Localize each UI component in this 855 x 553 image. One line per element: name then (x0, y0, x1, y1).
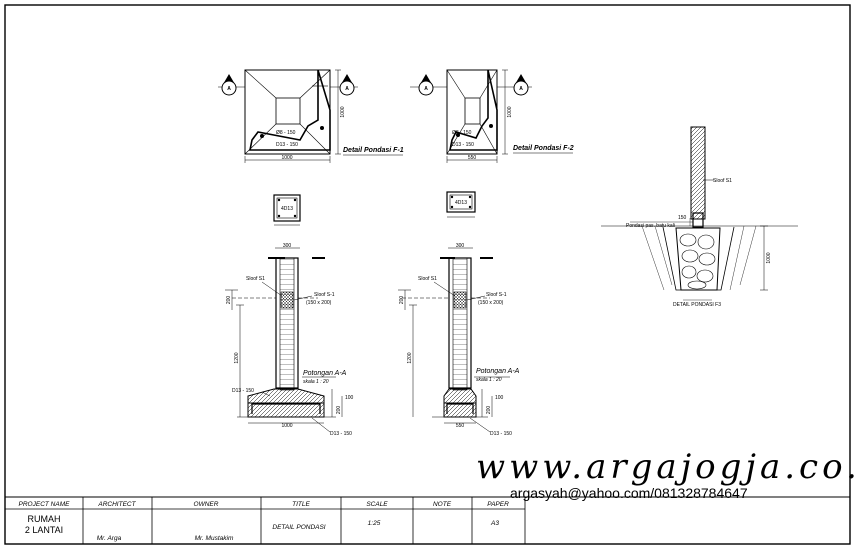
architect-value: Mr. Arga (97, 535, 122, 542)
scale-value: 1:25 (368, 520, 381, 527)
f1-section-footing-width: 1000 (281, 423, 292, 429)
f3-stone-label: Pondasi pas. batu kali (626, 223, 675, 229)
project-name-line-1: RUMAH (28, 514, 61, 524)
column-detail-f1 (273, 194, 301, 226)
footing-f1-section (225, 247, 343, 433)
watermark-contact: argasyah@yahoo.com/081328784647 (510, 485, 748, 501)
f1-section-height-dim: 1200 (234, 352, 240, 363)
f3-sloof-label: Sloof S1 (713, 178, 732, 184)
footing-f2-plan (410, 69, 532, 163)
header-paper: PAPER (487, 501, 509, 508)
footing-f2-section (398, 247, 510, 433)
f1-section-footing-rebar: D13 - 150 (232, 388, 254, 394)
f2-section-sloof-label: Sloof S1 (418, 276, 437, 282)
f2-section-height-dim: 1200 (407, 352, 413, 363)
f1-plan-rebar-2: D13 - 150 (276, 142, 298, 148)
f1-section-footing-height-1: 100 (345, 395, 354, 401)
f1-column-label: 4D13 (281, 206, 293, 212)
f1-marker-left: A (227, 86, 231, 92)
f2-plan-width-dim: 550 (468, 155, 477, 161)
header-project-name: PROJECT NAME (19, 501, 71, 508)
header-architect: ARCHITECT (97, 501, 136, 508)
f2-section-sloof-size: (150 x 200) (478, 300, 504, 306)
f2-plan-rebar-1: Ø8 - 150 (452, 130, 472, 136)
footing-f3-detail (601, 126, 798, 301)
f2-section-footing-rebar: D13 - 150 (490, 431, 512, 437)
f2-marker-right: A (519, 86, 523, 92)
f2-section-footing-height-1: 100 (495, 395, 504, 401)
f1-plan-height-dim: 1000 (340, 106, 346, 117)
f2-section-footing-width: 550 (456, 423, 465, 429)
header-title: TITLE (292, 501, 310, 508)
f1-section-scale: skala 1 : 20 (303, 379, 329, 385)
f1-plan-title: Detail Pondasi F-1 (343, 147, 404, 154)
f1-section-sloof-size: (150 x 200) (306, 300, 332, 306)
project-name-line-2: 2 LANTAI (25, 525, 63, 535)
title-value: DETAIL PONDASI (272, 524, 325, 531)
f2-column-label: 4D13 (455, 200, 467, 206)
f1-marker-right: A (345, 86, 349, 92)
header-owner: OWNER (194, 501, 219, 508)
paper-value: A3 (490, 520, 499, 527)
header-note: NOTE (433, 501, 452, 508)
watermark-site: www.argajogja.co.nr (476, 447, 855, 487)
f1-plan-width-dim: 1000 (281, 155, 292, 161)
f1-section-sloof-tag: Sloof S-1 (314, 292, 335, 298)
sheet-border (4, 4, 851, 545)
f2-section-footing-height-2: 200 (486, 406, 492, 415)
f2-plan-rebar-2: D13 - 150 (452, 142, 474, 148)
f1-section-sloof-label: Sloof S1 (246, 276, 265, 282)
footing-f1-plan (218, 69, 358, 163)
f2-section-dim-left: 200 (399, 296, 405, 305)
f2-section-column-width: 300 (456, 243, 465, 249)
column-detail-f2 (446, 191, 476, 218)
f2-marker-left: A (424, 86, 428, 92)
f2-plan-height-dim: 1000 (507, 106, 513, 117)
f2-plan-title: Detail Pondasi F-2 (513, 145, 574, 152)
f3-dim-left: 150 (678, 215, 687, 221)
f1-section-title: Potongan A-A (303, 370, 347, 377)
title-block (5, 496, 850, 544)
f3-title: DETAIL PONDASI F3 (673, 302, 721, 308)
f1-section-footing-height-2: 200 (336, 406, 342, 415)
header-scale: SCALE (366, 501, 388, 508)
f1-section-dim-left: 200 (226, 296, 232, 305)
f1-plan-rebar-1: Ø8 - 150 (276, 130, 296, 136)
f1-section-footing-rebar-2: D13 - 150 (330, 431, 352, 437)
f3-dim-right: 1000 (766, 252, 772, 263)
f2-section-scale: skala 1 : 20 (476, 377, 502, 383)
f2-section-title: Potongan A-A (476, 368, 520, 375)
f2-section-sloof-tag: Sloof S-1 (486, 292, 507, 298)
f1-section-column-width: 300 (283, 243, 292, 249)
owner-value: Mr. Mustakim (195, 535, 234, 542)
